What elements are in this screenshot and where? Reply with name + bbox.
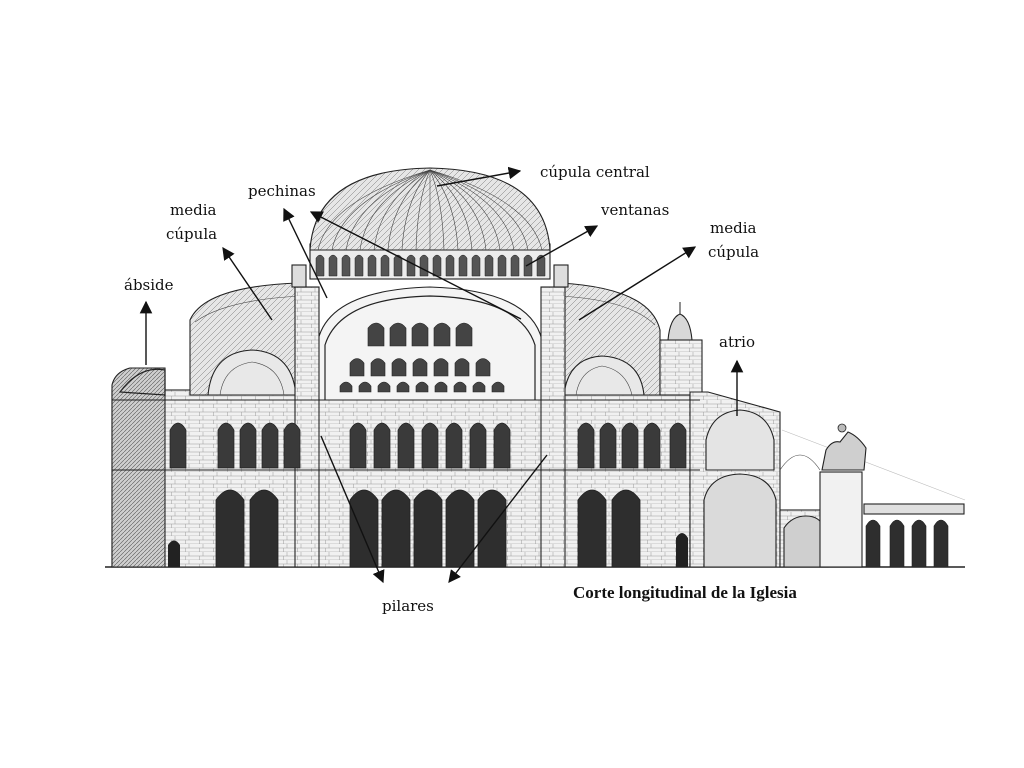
colonnade-roof [863,503,965,515]
arrow-pilares-1 [320,435,385,584]
right-exedra [563,355,645,396]
label-pilares: pilares [382,597,434,615]
label-media-cupula-left-line1: media [170,201,217,219]
arrow-cupula-central [436,166,522,187]
equestrian-statue [821,431,867,471]
tympanum [317,286,543,401]
annotation-arrows [139,166,744,584]
church-drawing [105,167,966,568]
tympanum-windows [339,322,505,393]
arrow-pechinas-2 [309,211,522,320]
colonnade [865,519,949,568]
labels: cúpula central pechinas ventanas media c… [124,163,797,615]
statue-column [819,471,863,568]
ground-arches [168,489,688,568]
label-ventanas: ventanas [600,201,669,219]
label-cupula-central: cúpula central [540,163,650,181]
small-cupola [667,313,693,341]
left-pier [294,286,320,568]
label-pechinas: pechinas [248,182,316,200]
arrow-media-cupula-left [222,246,273,321]
apse-wall [111,367,166,568]
label-abside: ábside [124,276,174,294]
label-media-cupula-right-line1: media [710,219,757,237]
label-atrio: atrio [719,333,755,351]
dome-ribs [317,169,543,251]
arrow-pilares-2 [448,454,548,583]
label-media-cupula-right-line2: cúpula [708,243,759,261]
right-pier [540,286,566,568]
caption: Corte longitudinal de la Iglesia [573,583,797,602]
arrow-media-cupula-right [578,246,697,321]
gallery-arches [169,422,687,469]
arrow-pechinas-1 [283,207,328,299]
label-media-cupula-left-line2: cúpula [166,225,217,243]
left-exedra [207,349,297,396]
arrow-ventanas [525,225,599,267]
